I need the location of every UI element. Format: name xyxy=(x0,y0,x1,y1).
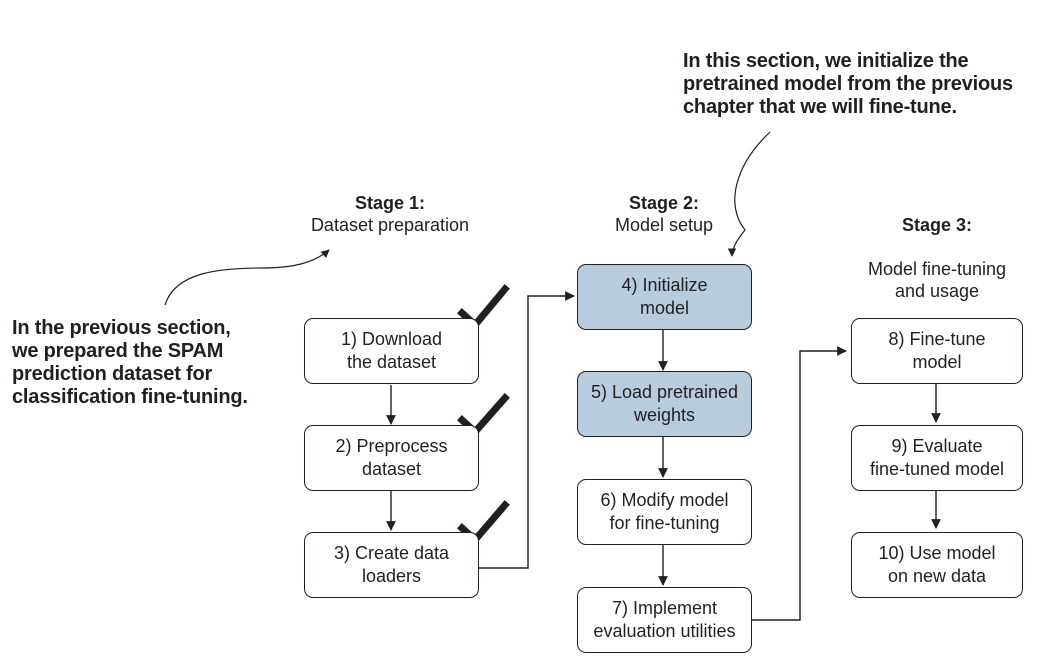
stage-subtitle: Dataset preparation xyxy=(310,215,470,235)
stage-title: Stage 2: xyxy=(628,193,700,213)
stage-title: Stage 1: xyxy=(354,193,426,213)
arrow-7-to-8 xyxy=(751,346,847,621)
step-6-box: 6) Modify model for fine-tuning xyxy=(577,479,752,545)
stage-subtitle: Model setup xyxy=(614,215,714,235)
step-9-box: 9) Evaluate fine-tuned model xyxy=(851,425,1023,491)
step-10-box: 10) Use model on new data xyxy=(851,532,1023,598)
step-4-box: 4) Initialize model xyxy=(577,264,752,330)
step-2-box: 2) Preprocess dataset xyxy=(304,425,479,491)
top-annotation: In this section, we initialize the pretr… xyxy=(683,50,1013,118)
top-annotation-pointer xyxy=(727,131,771,257)
step-8-box: 8) Fine-tune model xyxy=(851,318,1023,384)
stage-2-header: Stage 2: Model setup xyxy=(554,192,774,236)
step-3-box: 3) Create data loaders xyxy=(304,532,479,598)
stage-3-header: Stage 3: Model fine-tuning and usage xyxy=(827,192,1042,324)
arrow-3-to-4 xyxy=(478,291,575,569)
stage-title: Stage 3: xyxy=(901,215,973,235)
step-7-box: 7) Implement evaluation utilities xyxy=(577,587,752,653)
left-annotation-pointer xyxy=(164,249,330,306)
stage-1-header: Stage 1: Dataset preparation xyxy=(280,192,500,236)
stage-subtitle: Model fine-tuning and usage xyxy=(867,259,1007,301)
step-1-box: 1) Download the dataset xyxy=(304,318,479,384)
left-annotation: In the previous section, we prepared the… xyxy=(12,317,248,408)
step-5-box: 5) Load pretrained weights xyxy=(577,371,752,437)
